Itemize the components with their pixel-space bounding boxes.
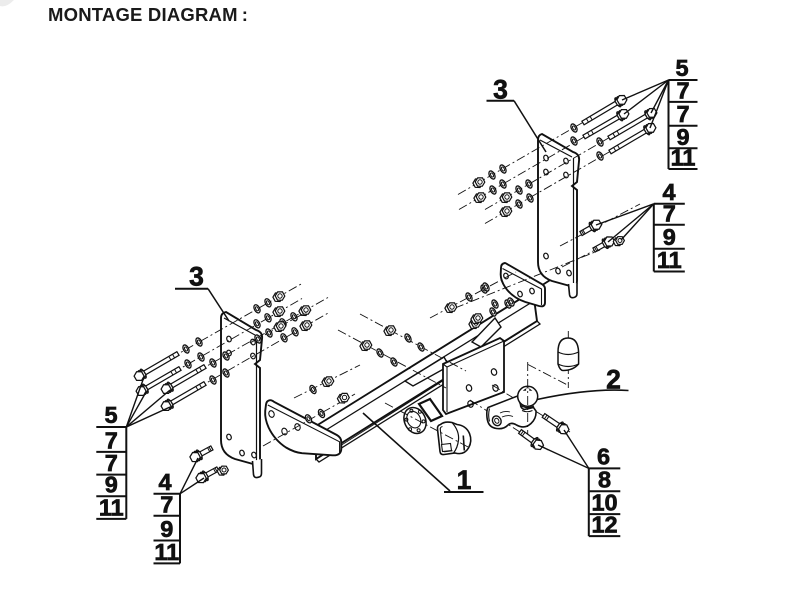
svg-text:8: 8 — [598, 467, 611, 493]
svg-text:11: 11 — [657, 247, 682, 273]
svg-text:7: 7 — [676, 77, 689, 103]
svg-text:10: 10 — [591, 490, 617, 516]
svg-text:7: 7 — [676, 101, 689, 127]
svg-text:7: 7 — [663, 200, 676, 226]
svg-text:6: 6 — [597, 444, 610, 470]
svg-text:7: 7 — [105, 450, 118, 476]
svg-text:5: 5 — [104, 402, 117, 428]
svg-text:2: 2 — [606, 365, 621, 395]
svg-text:12: 12 — [591, 512, 617, 538]
svg-text:4: 4 — [662, 179, 675, 205]
svg-text:9: 9 — [105, 472, 118, 498]
svg-text:7: 7 — [160, 491, 173, 517]
svg-text:11: 11 — [99, 494, 124, 520]
svg-text:4: 4 — [158, 469, 171, 495]
svg-text:9: 9 — [160, 516, 173, 542]
svg-text:1: 1 — [457, 465, 472, 495]
svg-text:9: 9 — [676, 124, 689, 150]
svg-text:9: 9 — [663, 224, 676, 250]
svg-text:3: 3 — [189, 262, 204, 292]
svg-text:MONTAGE DIAGRAM:: MONTAGE DIAGRAM: — [48, 4, 248, 25]
svg-text:11: 11 — [154, 539, 179, 565]
svg-text:7: 7 — [105, 427, 118, 453]
svg-text:3: 3 — [493, 74, 508, 104]
svg-text:5: 5 — [675, 55, 688, 81]
svg-text:11: 11 — [671, 145, 696, 171]
